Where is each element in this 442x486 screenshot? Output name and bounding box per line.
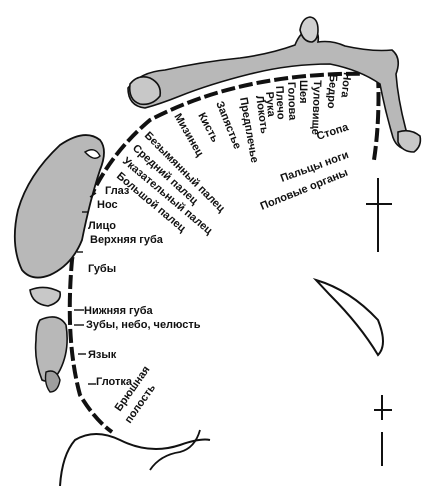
abdominal-branch	[149, 429, 201, 471]
label-lips: Губы	[88, 263, 116, 275]
homunculus-tongue	[44, 370, 61, 393]
homunculus-foot	[397, 129, 422, 153]
label-elbow: Локоть	[253, 95, 270, 135]
homunculus-face	[13, 134, 105, 279]
label-neck: Шея	[297, 80, 309, 104]
label-lower-lip: Нижняя губа	[84, 305, 154, 317]
label-face: Лицо	[88, 220, 116, 232]
homunculus-upper-lip	[29, 286, 62, 307]
label-thigh: Бедро	[325, 74, 339, 109]
label-hand: Кисть	[195, 111, 221, 145]
homunculus-hand	[128, 76, 162, 106]
label-trunk: Туловище	[309, 80, 323, 135]
label-upper-lip: Верхняя губа	[90, 234, 164, 246]
arc-ticks	[74, 192, 97, 385]
cross-section-curve	[312, 278, 384, 357]
label-pharynx: Глотка	[96, 376, 133, 388]
label-nose: Нос	[97, 199, 118, 211]
homunculus-body	[127, 27, 412, 151]
homunculus-eye	[83, 149, 101, 159]
abdominal-lines	[59, 433, 211, 486]
label-eye: Глаз	[105, 185, 130, 197]
label-leg: Нога	[338, 72, 353, 99]
cortex-arc-right	[372, 73, 381, 161]
label-tongue: Язык	[88, 349, 117, 361]
cross-section-vertical-2	[374, 395, 392, 466]
label-teeth: Зубы, небо, челюсть	[86, 319, 201, 331]
label-shoulder: Плечо	[273, 86, 287, 121]
label-head: Голова	[285, 82, 298, 122]
cross-section-vertical-1	[366, 178, 392, 252]
label-arm: Рука	[263, 91, 277, 118]
homunculus-head	[299, 16, 319, 43]
